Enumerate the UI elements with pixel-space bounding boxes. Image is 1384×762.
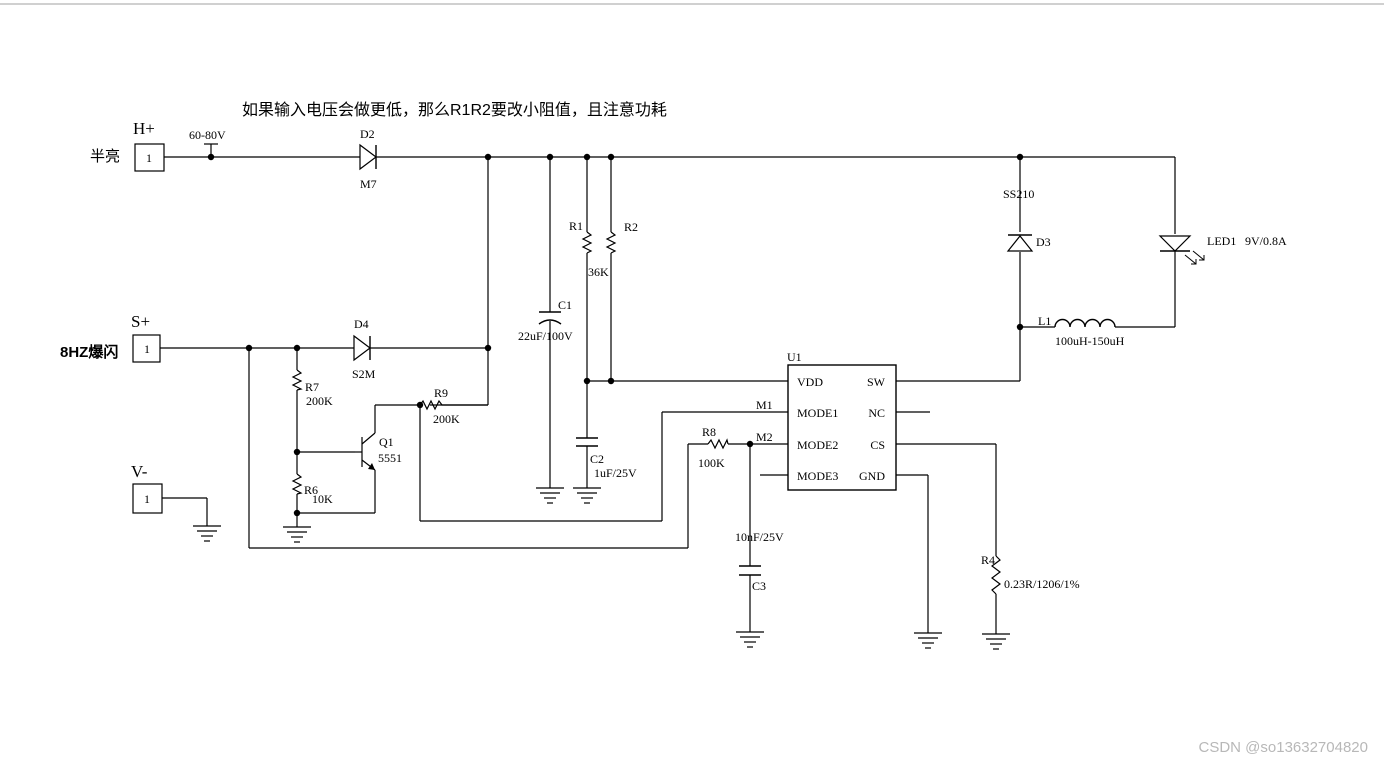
led1-ref: LED1 [1207,234,1236,248]
resistor-zigzags [291,231,1001,595]
watermark: CSDN @so13632704820 [1198,739,1368,756]
inductor-l1: L1 100uH-150uH [1038,314,1125,348]
q1-value: 5551 [378,451,402,465]
u1-pin-mode2: MODE2 [797,438,838,452]
connector-v-minus-pin: 1 [144,492,150,506]
d4-ref: D4 [354,317,369,331]
connector-v-minus-label: V- [131,462,148,481]
net-m2-label: M2 [756,430,773,444]
l1-ref: L1 [1038,314,1051,328]
r7-ref: R7 [305,380,319,394]
r9-zigzag [419,399,462,411]
d3-ref: D3 [1036,235,1051,249]
r8-zigzag [707,438,729,450]
r4-value: 0.23R/1206/1% [1004,577,1080,591]
r8-ref: R8 [702,425,716,439]
diode-d2: D2 M7 [359,127,377,191]
ground-v-minus [193,525,221,542]
diode-d3: D3 SS210 [1003,187,1051,252]
c1-value: 22uF/100V [518,329,573,343]
ground-ic [914,632,942,649]
connector-s-plus-label: S+ [131,312,150,331]
led-led1: LED1 9V/0.8A [1158,234,1287,265]
connector-h-plus-label: H+ [133,119,155,138]
design-note: 如果输入电压会做更低，那么R1R2要改小阻值，且注意功耗 [242,100,667,119]
capacitor-c2: C2 1uF/25V [576,437,637,480]
r1-value: 36K [588,265,609,279]
u1-ref: U1 [787,350,802,364]
c3-ref: C3 [752,579,766,593]
connector-h-plus-desc: 半亮 [90,148,120,165]
c3-value: 10nF/25V [735,530,784,544]
u1-pin-vdd: VDD [797,375,823,389]
u1-pin-mode3: MODE3 [797,469,838,483]
r1-ref: R1 [569,219,583,233]
r9-ref: R9 [434,386,448,400]
c1-ref: C1 [558,298,572,312]
input-voltage-label: 60-80V [189,128,226,142]
ground-c3 [736,631,764,648]
r2-ref: R2 [624,220,638,234]
r1-zigzag [581,231,593,254]
r2-zigzag [605,231,617,254]
connector-h-plus-pin: 1 [146,151,152,165]
u1-pin-nc: NC [868,406,885,420]
u1-pin-gnd: GND [859,469,885,483]
d2-value: M7 [360,177,377,191]
connector-h-plus: 1 H+ 半亮 [90,119,165,172]
r7-value: 200K [306,394,333,408]
net-m1-label: M1 [756,398,773,412]
l1-value: 100uH-150uH [1055,334,1125,348]
capacitor-c3: C3 10nF/25V [735,530,784,593]
q1-emitter-arrow [368,463,375,470]
ground-r4 [982,633,1010,650]
r8-value: 100K [698,456,725,470]
ic-u1: U1 VDD MODE1 MODE2 MODE3 SW NC CS GND [787,350,897,491]
r4-zigzag [991,555,1001,595]
d2-ref: D2 [360,127,375,141]
r4-ref: R4 [981,553,995,567]
u1-pin-mode1: MODE1 [797,406,838,420]
ground-r6 [283,526,311,543]
d3-value: SS210 [1003,187,1034,201]
led1-value: 9V/0.8A [1245,234,1287,248]
r6-ref: R6 [304,483,318,497]
wires [160,143,1176,634]
ground-c2 [573,487,601,504]
r6-value: 10K [312,492,333,506]
connector-v-minus: 1 V- [131,462,163,514]
connector-s-plus-desc: 8HZ爆闪 [60,343,118,361]
capacitor-c1: C1 22uF/100V [518,298,573,343]
connector-s-plus: 1 S+ 8HZ爆闪 [60,312,161,363]
r6-zigzag [291,473,303,495]
diode-d4: D4 S2M [352,317,376,381]
connector-s-plus-pin: 1 [144,342,150,356]
r7-zigzag [291,369,303,391]
ground-c1 [536,487,564,504]
ground-symbols [193,487,1010,650]
u1-pin-cs: CS [870,438,885,452]
junctions [207,153,1024,517]
r9-value: 200K [433,412,460,426]
c2-ref: C2 [590,452,604,466]
q1-ref: Q1 [379,435,394,449]
u1-pin-sw: SW [867,375,886,389]
d4-value: S2M [352,367,376,381]
c2-value: 1uF/25V [594,466,637,480]
